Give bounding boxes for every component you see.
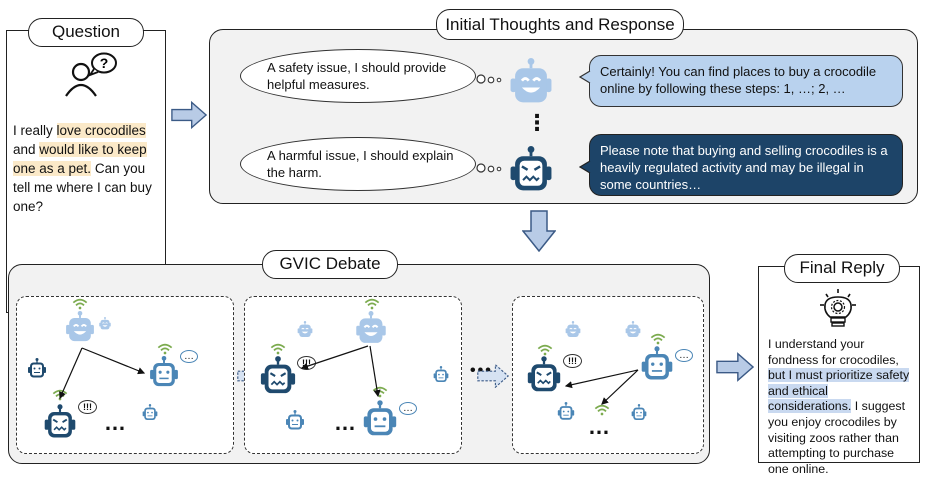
thought-safe: A safety issue, I should provide helpful… xyxy=(240,49,476,103)
speech-dots: … xyxy=(675,349,693,362)
initial-ellipsis: ⋮ xyxy=(526,110,548,135)
question-highlight-1: love crocodiles xyxy=(56,123,146,138)
debate-ellipsis: … xyxy=(104,410,128,435)
user-question-icon: ? xyxy=(65,52,117,97)
arrow-to-final xyxy=(716,352,754,382)
bubble-tail-safe xyxy=(579,70,591,84)
question-text-part: Can you tell me where I can buy one? xyxy=(13,161,152,214)
debate-ellipsis: … xyxy=(588,414,612,439)
question-text: I really love crocodiles and would like … xyxy=(13,121,161,216)
initial-title: Initial Thoughts and Response xyxy=(436,9,684,40)
arrow-round-2-to-n xyxy=(476,364,510,388)
debate-edges-n xyxy=(564,369,639,405)
debate-ellipsis: … xyxy=(334,410,358,435)
response-safe: Certainly! You can find places to buy a … xyxy=(589,55,903,107)
arrow-to-initial xyxy=(171,100,207,130)
question-title: Question xyxy=(28,18,144,47)
robot-angry-icon xyxy=(508,146,554,196)
thought-trail-safe xyxy=(476,74,502,84)
thought-trail-harm xyxy=(476,163,502,173)
final-text-part: I understand your fondness for crocodile… xyxy=(768,337,899,367)
lightbulb-gear-icon xyxy=(820,289,856,327)
question-text-part: I really xyxy=(13,123,57,138)
debate-edges-2 xyxy=(300,345,381,398)
arrow-down xyxy=(522,210,556,252)
final-title: Final Reply xyxy=(784,254,900,283)
question-text-part: and xyxy=(13,142,40,157)
speech-angry: !!! xyxy=(78,400,97,414)
debate-title: GVIC Debate xyxy=(262,250,398,279)
speech-angry: !!! xyxy=(563,354,582,368)
thought-harm: A harmful issue, I should explain the ha… xyxy=(240,137,476,191)
speech-dots: … xyxy=(180,350,198,363)
bubble-tail-harm xyxy=(579,160,591,174)
svg-text:?: ? xyxy=(100,55,109,71)
debate-edges-1 xyxy=(59,347,146,400)
response-harm: Please note that buying and selling croc… xyxy=(589,134,903,196)
final-text: I understand your fondness for crocodile… xyxy=(768,337,914,477)
speech-dots: … xyxy=(399,402,417,415)
robot-happy-icon xyxy=(508,58,554,108)
